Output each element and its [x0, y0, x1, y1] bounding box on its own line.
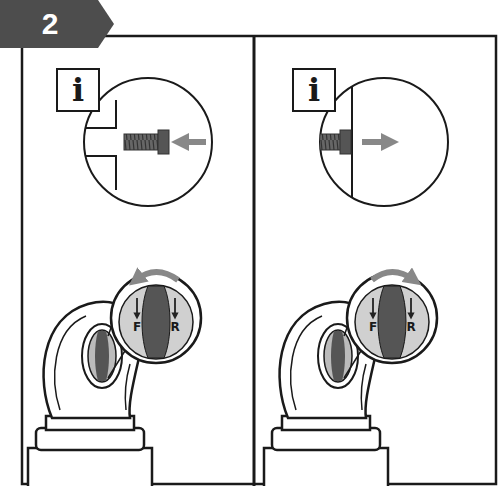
direction-letter: F — [129, 320, 145, 334]
direction-letter: R — [167, 320, 183, 334]
step-number-badge: 2 — [0, 1, 100, 47]
info-box: i — [292, 68, 336, 112]
direction-letter: R — [403, 320, 419, 334]
info-box: i — [56, 68, 100, 112]
direction-letter: F — [365, 320, 381, 334]
info-symbol: i — [308, 74, 320, 106]
step-number: 2 — [42, 7, 59, 41]
info-symbol: i — [72, 74, 84, 106]
